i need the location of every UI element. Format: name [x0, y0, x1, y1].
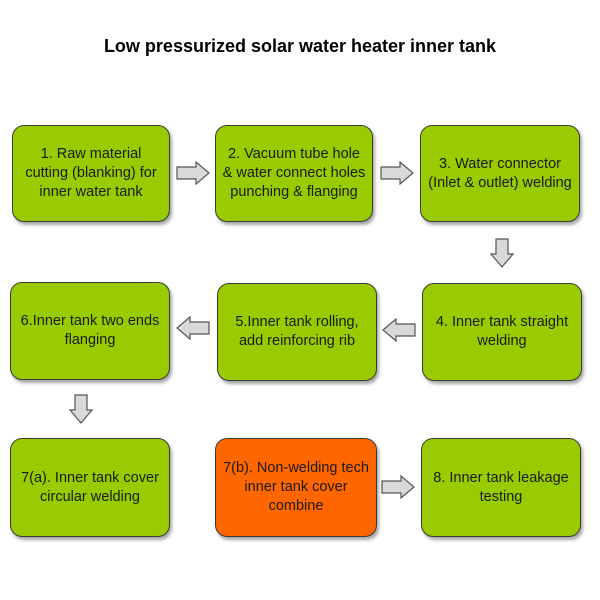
arrow-down-6-to-7a: [69, 394, 93, 424]
step-3-water-connector-welding: 3. Water connector (Inlet & outlet) weld…: [420, 125, 580, 222]
arrow-left-4-to-5: [382, 318, 416, 342]
arrow-right-7b-to-8: [381, 475, 415, 499]
step-7b-non-welding-cover-combine: 7(b). Non-welding tech inner tank cover …: [215, 438, 377, 537]
step-6-two-ends-flanging: 6.Inner tank two ends flanging: [10, 282, 170, 380]
arrow-right-2-to-3: [380, 161, 414, 185]
diagram-title: Low pressurized solar water heater inner…: [103, 36, 497, 56]
arrow-down-3-to-4: [490, 238, 514, 268]
step-2-hole-punching: 2. Vacuum tube hole & water connect hole…: [215, 125, 373, 222]
arrow-right-1-to-2: [176, 161, 210, 185]
step-1-raw-material-cutting: 1. Raw material cutting (blanking) for i…: [12, 125, 170, 222]
step-4-straight-welding: 4. Inner tank straight welding: [422, 283, 582, 381]
step-8-leakage-testing: 8. Inner tank leakage testing: [421, 438, 581, 537]
arrow-left-5-to-6: [176, 316, 210, 340]
step-7a-cover-circular-welding: 7(a). Inner tank cover circular welding: [10, 438, 170, 537]
step-5-rolling-reinforcing-rib: 5.Inner tank rolling, add reinforcing ri…: [217, 283, 377, 381]
